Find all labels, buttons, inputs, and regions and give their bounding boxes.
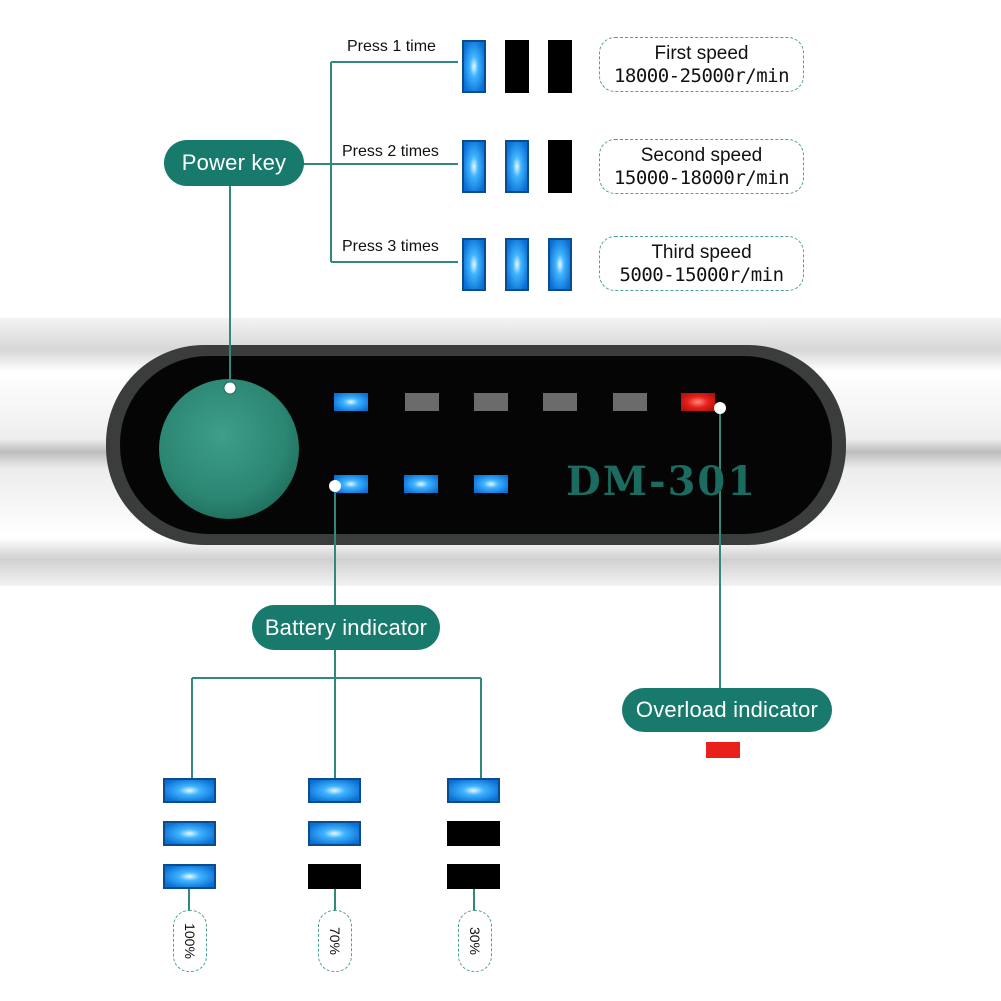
panel-led-gray: [613, 393, 647, 411]
panel-battery-led-blue: [334, 475, 368, 493]
speed-led-on: [507, 142, 527, 191]
power-key-pointer-dot: [223, 381, 237, 395]
panel-battery-led-blue: [474, 475, 508, 493]
speed-led-on: [464, 240, 484, 289]
power-key-label: Power key: [164, 140, 304, 186]
speed-box-first: First speed 18000-25000r/min: [599, 37, 804, 92]
speed-led-off: [505, 40, 529, 93]
battery-led-off: [447, 821, 500, 846]
panel-battery-led-blue: [404, 475, 438, 493]
speed-box-third: Third speed 5000-15000r/min: [599, 236, 804, 291]
model-name: DM-301: [566, 458, 758, 505]
battery-led-off: [308, 864, 361, 889]
power-button[interactable]: [159, 379, 299, 519]
battery-led-off: [447, 864, 500, 889]
speed-range: 5000-15000r/min: [619, 263, 784, 286]
percent-text: 70%: [327, 926, 343, 956]
panel-led-gray: [543, 393, 577, 411]
speed-name: First speed: [654, 42, 749, 64]
speed-led-on: [464, 142, 484, 191]
panel-led-gray: [405, 393, 439, 411]
percent-text: 30%: [467, 926, 483, 956]
battery-percent-70: 70%: [318, 910, 352, 972]
overload-led-swatch: [706, 742, 740, 758]
press-label-2: Press 2 times: [342, 143, 439, 160]
control-panel: [120, 356, 832, 534]
speed-led-on: [550, 240, 570, 289]
panel-led-gray: [474, 393, 508, 411]
battery-indicator-label: Battery indicator: [252, 605, 440, 650]
battery-led-on: [165, 866, 214, 887]
connector-lines: [188, 61, 721, 910]
speed-box-second: Second speed 15000-18000r/min: [599, 139, 804, 194]
speed-led-on: [507, 240, 527, 289]
speed-led-off: [548, 40, 572, 93]
speed-led-on: [464, 42, 484, 91]
press-label-1: Press 1 time: [347, 38, 436, 55]
battery-led-on: [310, 823, 359, 844]
percent-text: 100%: [182, 923, 198, 959]
battery-led-on: [165, 780, 214, 801]
battery-led-on: [310, 780, 359, 801]
panel-led-red: [681, 393, 715, 411]
battery-percent-30: 30%: [458, 910, 492, 972]
battery-led-on: [449, 780, 498, 801]
speed-range: 15000-18000r/min: [613, 166, 790, 189]
speed-led-off: [548, 140, 572, 193]
speed-name: Third speed: [651, 241, 752, 263]
battery-pointer-dot: [329, 480, 341, 492]
overload-pointer-dot: [714, 402, 726, 414]
battery-led-on: [165, 823, 214, 844]
press-label-3: Press 3 times: [342, 238, 439, 255]
overload-indicator-label: Overload indicator: [622, 688, 832, 732]
speed-name: Second speed: [640, 144, 763, 166]
panel-led-blue: [334, 393, 368, 411]
battery-percent-100: 100%: [173, 910, 207, 972]
speed-range: 18000-25000r/min: [613, 64, 790, 87]
